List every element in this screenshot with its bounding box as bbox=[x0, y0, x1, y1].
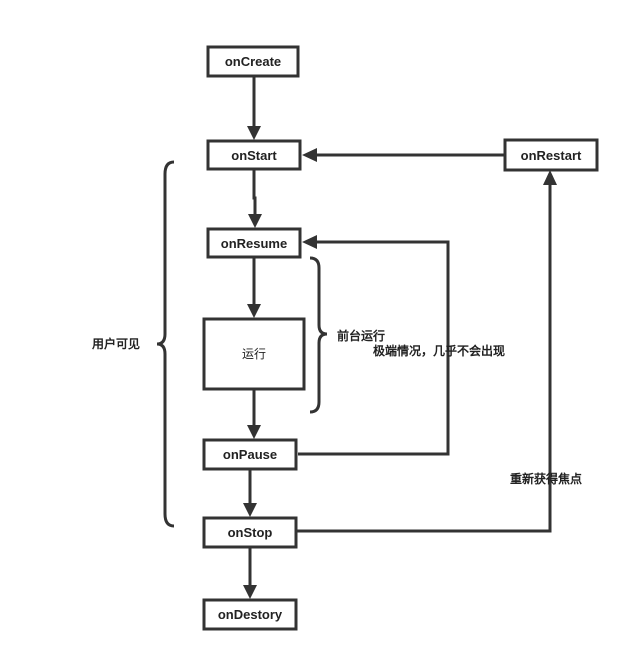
arrowhead-start-resume bbox=[248, 214, 262, 228]
arrowhead-restart-start bbox=[302, 148, 317, 162]
arrowhead-create-start bbox=[247, 126, 261, 140]
arrowhead-pause-stop bbox=[243, 503, 257, 517]
node-onCreate-label: onCreate bbox=[225, 54, 281, 69]
node-onCreate: onCreate bbox=[206, 45, 300, 78]
edge-pause-resume-loop bbox=[298, 240, 450, 456]
brace-foreground-running bbox=[309, 256, 328, 414]
label-extreme-case: 极端情况，几乎不会出现 bbox=[373, 343, 505, 358]
edge-stop-restart bbox=[296, 184, 552, 533]
node-onStart-label: onStart bbox=[231, 148, 277, 163]
arrowhead-running-pause bbox=[247, 425, 261, 439]
node-running: 运行 bbox=[202, 317, 306, 391]
label-user-visible: 用户可见 bbox=[91, 336, 140, 351]
node-onRestart-label: onRestart bbox=[521, 148, 582, 163]
connectors bbox=[243, 76, 557, 599]
node-onPause-label: onPause bbox=[223, 447, 277, 462]
arrowhead-stop-destory bbox=[243, 585, 257, 599]
node-onDestory-label: onDestory bbox=[218, 607, 283, 622]
node-onResume: onResume bbox=[206, 227, 302, 259]
label-foreground-running: 前台运行 bbox=[337, 328, 385, 343]
arrowhead-stop-restart bbox=[543, 170, 557, 185]
edge-start-resume bbox=[252, 170, 257, 215]
node-onDestory: onDestory bbox=[202, 598, 298, 631]
node-running-label: 运行 bbox=[242, 347, 266, 361]
node-onPause: onPause bbox=[202, 438, 298, 471]
braces bbox=[156, 160, 328, 528]
label-regain-focus: 重新获得焦点 bbox=[510, 471, 582, 486]
node-onStop: onStop bbox=[202, 516, 298, 549]
brace-user-visible bbox=[156, 160, 175, 528]
arrowhead-pause-resume-loop bbox=[302, 235, 317, 249]
node-onStart: onStart bbox=[206, 139, 302, 171]
node-onResume-label: onResume bbox=[221, 236, 287, 251]
arrowhead-resume-running bbox=[247, 304, 261, 318]
node-onStop-label: onStop bbox=[228, 525, 273, 540]
node-onRestart: onRestart bbox=[503, 138, 599, 172]
